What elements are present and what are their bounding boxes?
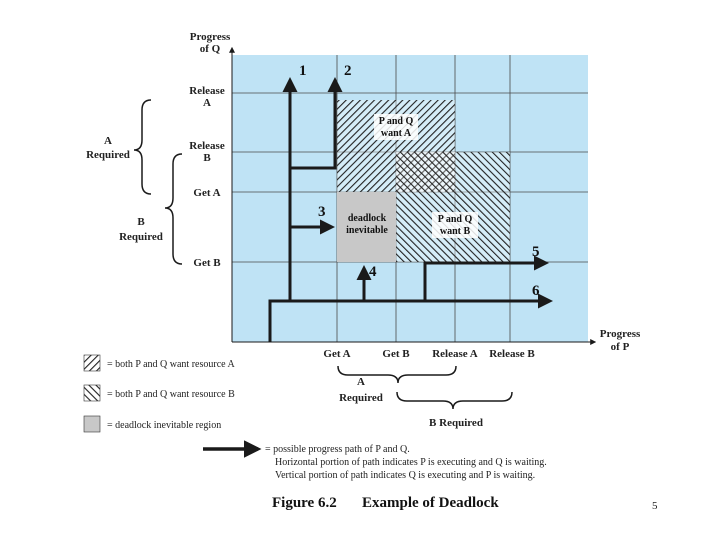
x-axis-title-line1: Progress — [600, 328, 641, 340]
y-tick-release-b-line2: B — [203, 152, 211, 164]
page-number: 5 — [652, 500, 658, 512]
deadlock-label-line1: deadlock — [348, 213, 387, 224]
legend-want-a: = both P and Q want resource A — [107, 359, 236, 370]
brace-x-b — [396, 391, 513, 410]
want-b-label-line2: want B — [440, 226, 471, 237]
legend-deadlock: = deadlock inevitable region — [107, 420, 221, 431]
legend-path-line2: Horizontal portion of path indicates P i… — [275, 457, 547, 468]
brace-y-b-line1: B — [137, 216, 145, 228]
path-label-6: 6 — [532, 283, 540, 299]
path-label-4: 4 — [369, 264, 377, 280]
brace-y-a — [133, 99, 152, 195]
path-5 — [423, 255, 549, 301]
path-label-3: 3 — [318, 204, 326, 220]
want-b-label-line1: P and Q — [438, 214, 473, 225]
y-tick-release-a-line2: A — [203, 97, 211, 109]
progress-paths — [268, 77, 553, 342]
region-deadlock — [337, 192, 396, 262]
path-label-1: 1 — [299, 63, 307, 79]
path-label-5: 5 — [532, 244, 540, 260]
legend-path-line1: = possible progress path of P and Q. — [265, 444, 410, 455]
legend-swatch-want-a — [83, 354, 101, 372]
brace-y-a-line1: A — [104, 135, 112, 147]
legend-swatch-want-b — [83, 384, 101, 402]
region-want-b — [396, 152, 510, 262]
y-tick-get-b: Get B — [193, 257, 221, 269]
want-a-label-line2: want A — [381, 128, 412, 139]
y-tick-get-a: Get A — [193, 187, 220, 199]
brace-y-a-line2: Required — [86, 149, 130, 161]
brace-x-b-label: B Required — [429, 417, 483, 429]
path-label-2: 2 — [344, 63, 352, 79]
path-1 — [268, 77, 298, 342]
figure-caption-number: Figure 6.2 — [272, 495, 337, 511]
legend-path-line3: Vertical portion of path indicates Q is … — [275, 470, 535, 481]
brace-y-b-line2: Required — [119, 231, 163, 243]
path-2 — [290, 77, 343, 170]
x-tick-release-a: Release A — [432, 348, 478, 360]
y-axis-title-line1: Progress — [190, 31, 231, 43]
y-axis-title-line2: of Q — [200, 43, 221, 55]
want-b-label-bg — [432, 212, 478, 238]
brace-x-a — [337, 365, 457, 384]
want-a-label-bg — [374, 114, 418, 140]
brace-y-b — [164, 153, 183, 265]
want-a-label-line1: P and Q — [379, 116, 414, 127]
legend-swatch-deadlock — [83, 415, 101, 433]
x-axis-title-line2: of P — [611, 341, 630, 353]
legend-want-b: = both P and Q want resource B — [107, 389, 235, 400]
x-tick-get-a: Get A — [323, 348, 350, 360]
figure-caption-text: Example of Deadlock — [362, 495, 499, 511]
y-tick-release-a-line1: Release — [189, 85, 225, 97]
y-tick-release-b-line1: Release — [189, 140, 225, 152]
x-tick-release-b: Release B — [489, 348, 535, 360]
brace-x-a-line2: Required — [339, 392, 383, 404]
brace-x-a-line1: A — [357, 376, 365, 388]
deadlock-label-line2: inevitable — [346, 225, 388, 236]
x-tick-get-b: Get B — [382, 348, 410, 360]
